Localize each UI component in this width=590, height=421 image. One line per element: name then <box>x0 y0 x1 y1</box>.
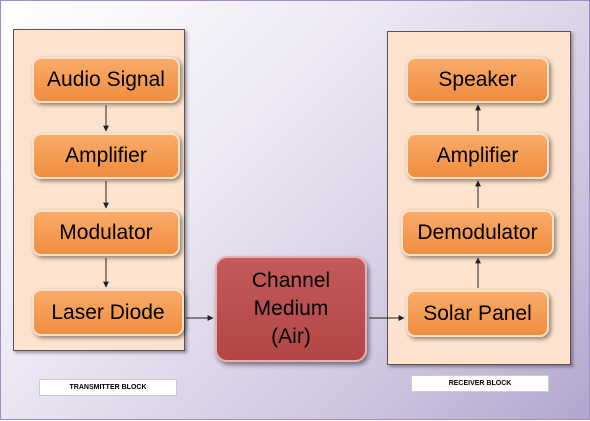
channel-line-1: Channel <box>251 269 331 292</box>
channel-line-3: (Air) <box>271 325 311 348</box>
demodulator-block: Demodulator <box>401 210 554 256</box>
modulator-block: Modulator <box>32 210 180 256</box>
rx-amplifier-block: Amplifier <box>406 133 549 179</box>
channel-line-2: Medium <box>253 297 329 320</box>
transmitter-block-caption: TRANSMITTER BLOCK <box>39 379 177 396</box>
laser-diode-block: Laser Diode <box>32 289 184 336</box>
speaker-block: Speaker <box>406 57 549 103</box>
solar-panel-block: Solar Panel <box>406 290 549 337</box>
audio-signal-block: Audio Signal <box>32 57 180 103</box>
tx-amplifier-block: Amplifier <box>32 133 180 179</box>
channel-medium-block: Channel Medium (Air) <box>215 256 367 362</box>
receiver-block-caption: RECEIVER BLOCK <box>411 375 549 392</box>
